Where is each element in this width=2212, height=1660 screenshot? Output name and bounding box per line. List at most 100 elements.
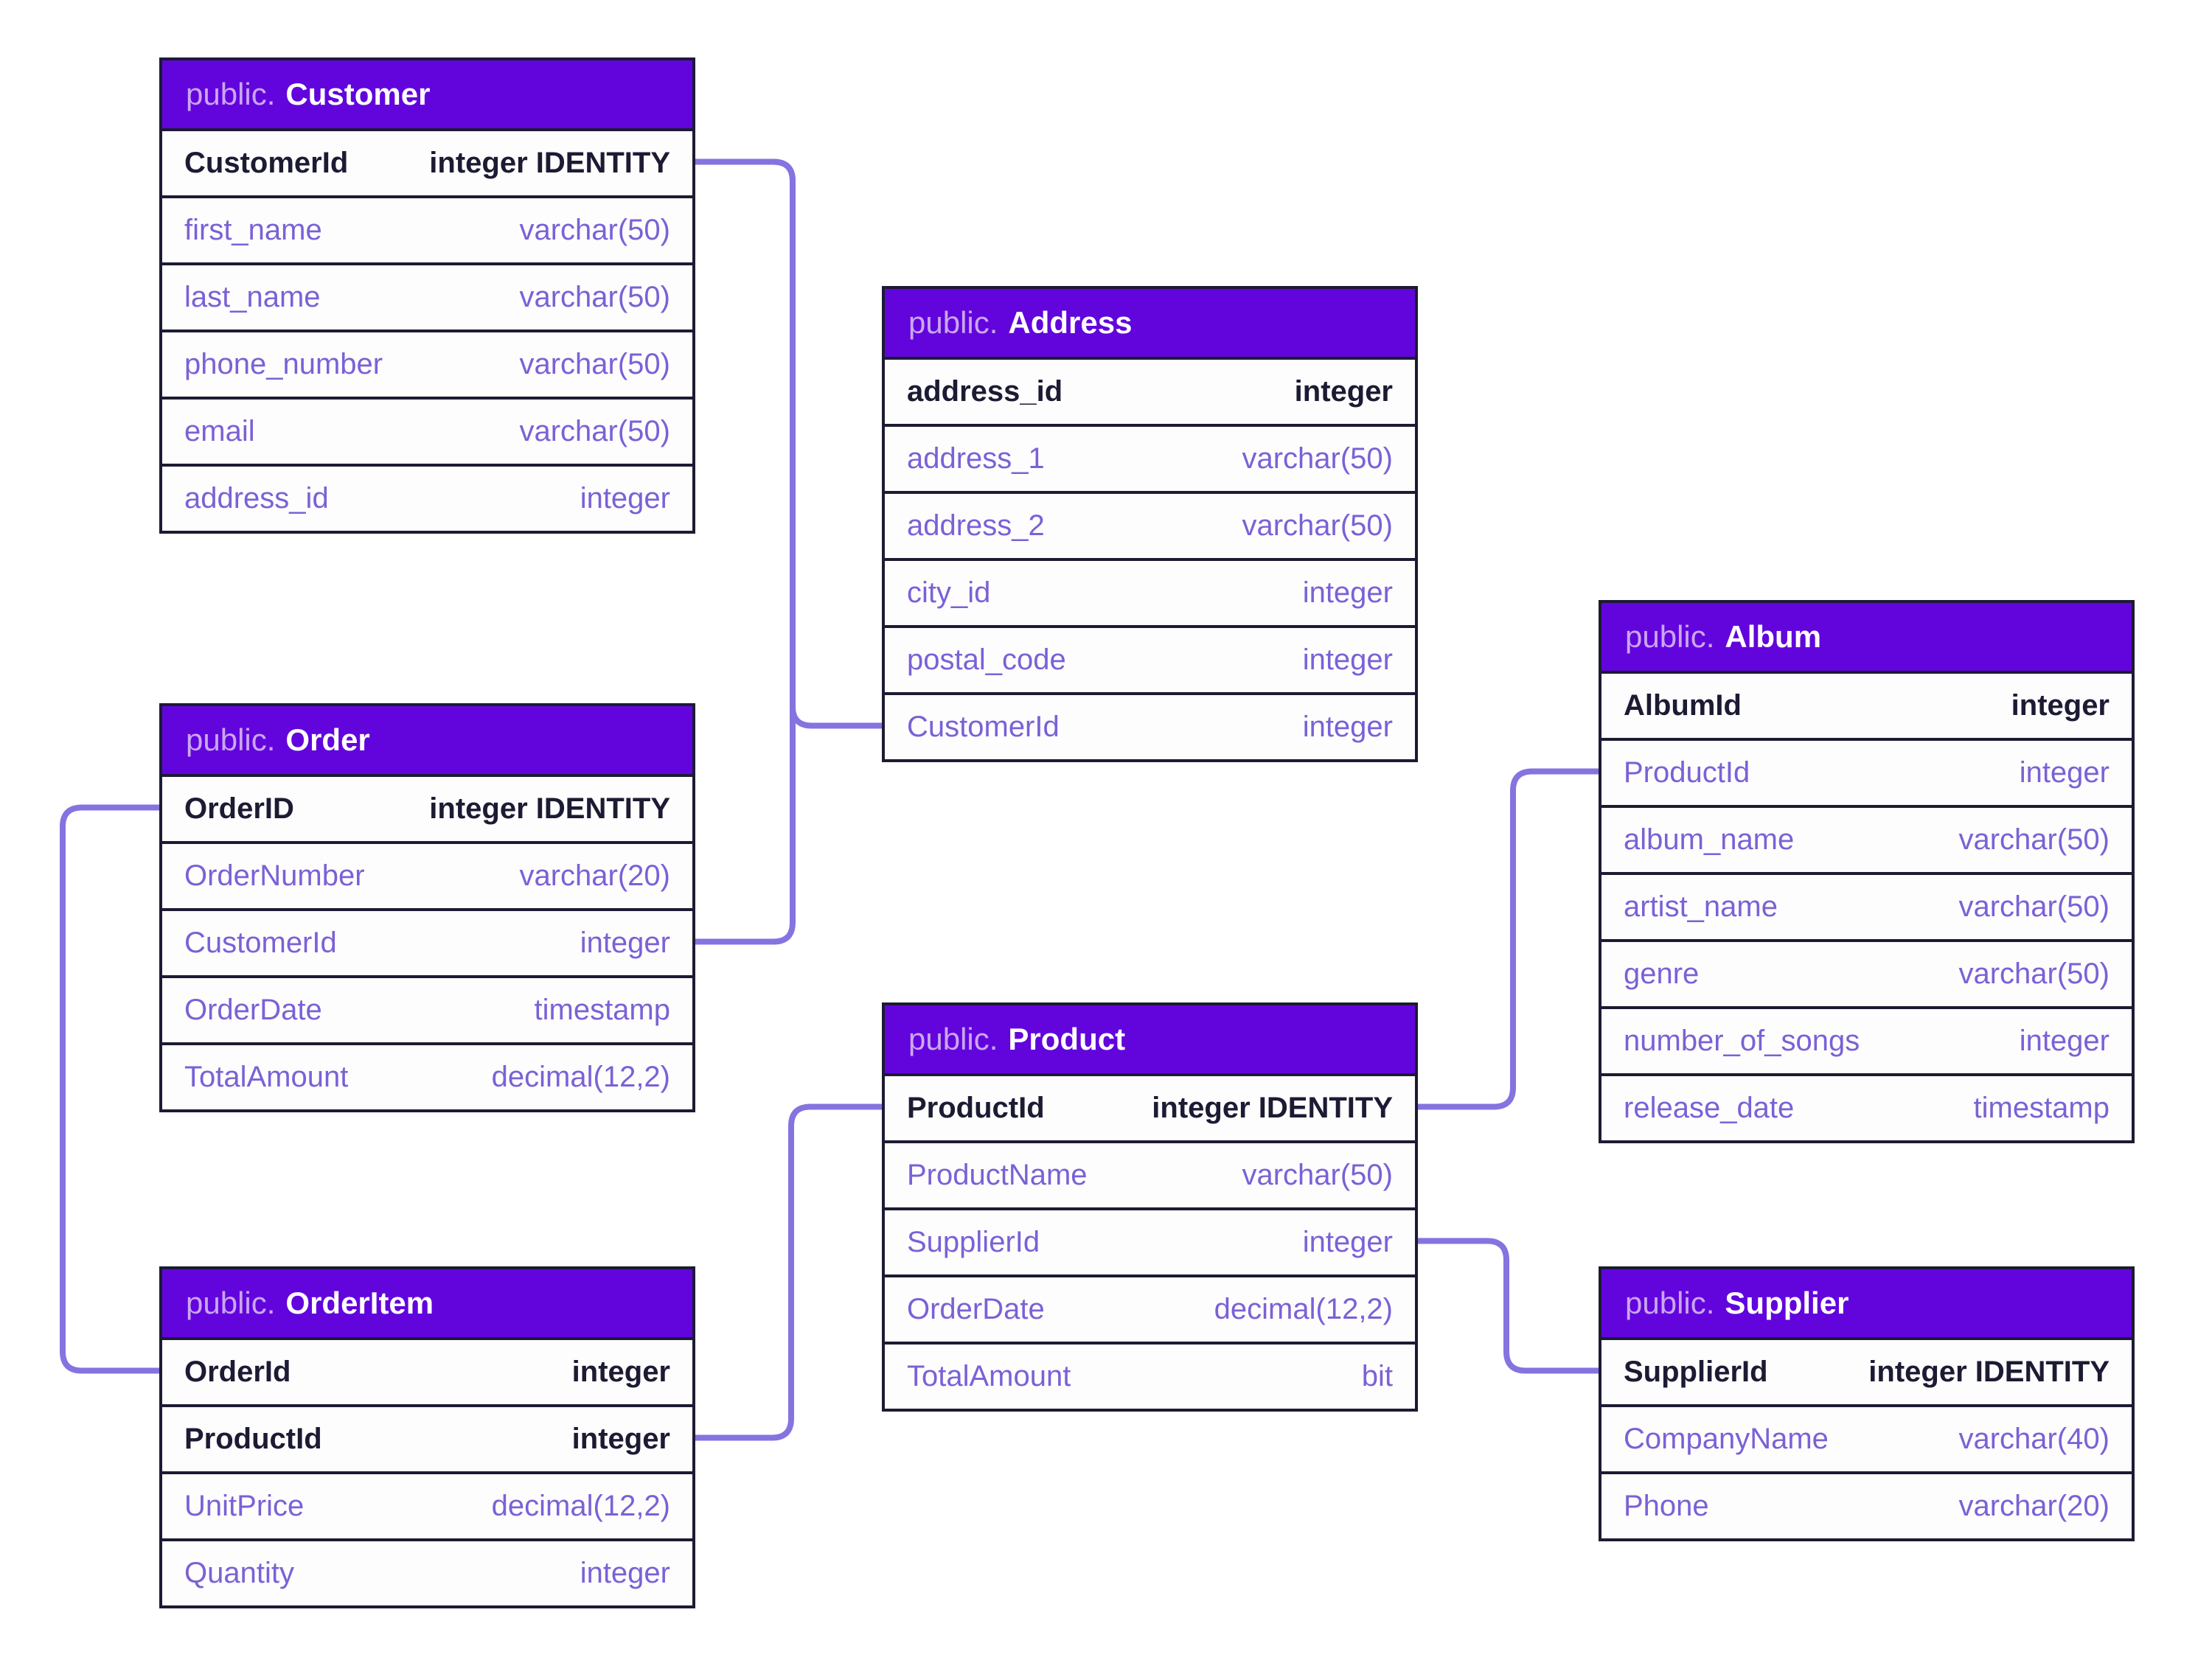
table-schema-label: public. <box>908 305 998 340</box>
table-name-customer: Customer <box>285 77 431 111</box>
column-type: varchar(50) <box>519 214 670 246</box>
column-row-customer-last_name[interactable]: last_name varchar(50) <box>162 262 692 329</box>
column-row-order-OrderID[interactable]: OrderID integer IDENTITY <box>162 774 692 841</box>
column-row-product-OrderDate[interactable]: OrderDate decimal(12,2) <box>885 1274 1415 1342</box>
column-row-product-ProductId[interactable]: ProductId integer IDENTITY <box>885 1073 1415 1140</box>
table-address[interactable]: public. Address address_id integer addre… <box>882 286 1418 762</box>
column-name: genre <box>1624 958 1700 990</box>
relationship-customer-CustomerId-to-address-CustomerId <box>692 158 885 729</box>
column-row-album-AlbumId[interactable]: AlbumId integer <box>1601 671 2132 738</box>
table-header[interactable]: public. Product <box>885 1005 1415 1073</box>
column-row-product-ProductName[interactable]: ProductName varchar(50) <box>885 1140 1415 1207</box>
column-name: Phone <box>1624 1490 1709 1522</box>
column-row-album-artist_name[interactable]: artist_name varchar(50) <box>1601 872 2132 939</box>
column-type: integer <box>1302 576 1393 609</box>
column-row-customer-CustomerId[interactable]: CustomerId integer IDENTITY <box>162 128 692 195</box>
column-row-supplier-Phone[interactable]: Phone varchar(20) <box>1601 1471 2132 1538</box>
column-type: varchar(50) <box>1242 1159 1393 1191</box>
table-header[interactable]: public. Supplier <box>1601 1269 2132 1337</box>
column-type: varchar(50) <box>1958 958 2110 990</box>
column-row-customer-phone_number[interactable]: phone_number varchar(50) <box>162 329 692 397</box>
column-row-supplier-SupplierId[interactable]: SupplierId integer IDENTITY <box>1601 1337 2132 1404</box>
column-name: address_1 <box>907 442 1045 475</box>
column-name: postal_code <box>907 644 1066 676</box>
column-type: varchar(20) <box>519 859 670 892</box>
table-schema-label: public. <box>186 1286 276 1320</box>
column-name: Quantity <box>184 1557 294 1589</box>
table-name-address: Address <box>1008 305 1133 340</box>
column-row-address-CustomerId[interactable]: CustomerId integer <box>885 692 1415 759</box>
relationship-product-ProductId-to-album-ProductId <box>1415 768 1601 1110</box>
column-name: release_date <box>1624 1092 1795 1124</box>
column-type: integer IDENTITY <box>1868 1356 2110 1388</box>
relationship-product-SupplierId-to-supplier-SupplierId <box>1415 1238 1601 1374</box>
column-name: ProductId <box>907 1092 1045 1124</box>
column-row-address-address_id[interactable]: address_id integer <box>885 357 1415 424</box>
column-row-customer-first_name[interactable]: first_name varchar(50) <box>162 195 692 262</box>
column-name: OrderDate <box>184 994 322 1026</box>
column-type: integer IDENTITY <box>429 792 670 825</box>
table-header[interactable]: public. Album <box>1601 603 2132 671</box>
column-row-order-CustomerId[interactable]: CustomerId integer <box>162 908 692 975</box>
table-header[interactable]: public. Address <box>885 289 1415 357</box>
column-row-order-TotalAmount[interactable]: TotalAmount decimal(12,2) <box>162 1042 692 1109</box>
column-row-address-address_1[interactable]: address_1 varchar(50) <box>885 424 1415 491</box>
column-name: city_id <box>907 576 991 609</box>
column-name: ProductId <box>1624 756 1750 789</box>
column-name: last_name <box>184 281 321 313</box>
table-name-album: Album <box>1725 619 1822 654</box>
table-header[interactable]: public. Order <box>162 706 692 774</box>
column-type: integer <box>1302 711 1393 743</box>
column-row-album-release_date[interactable]: release_date timestamp <box>1601 1073 2132 1140</box>
column-row-address-postal_code[interactable]: postal_code integer <box>885 625 1415 692</box>
table-order[interactable]: public. Order OrderID integer IDENTITY O… <box>159 703 695 1112</box>
column-row-supplier-CompanyName[interactable]: CompanyName varchar(40) <box>1601 1404 2132 1471</box>
column-name: address_id <box>184 482 329 515</box>
column-type: integer <box>2019 1025 2110 1057</box>
column-row-order-OrderNumber[interactable]: OrderNumber varchar(20) <box>162 841 692 908</box>
column-type: varchar(50) <box>1958 890 2110 923</box>
table-header[interactable]: public. Customer <box>162 60 692 128</box>
column-name: AlbumId <box>1624 689 1742 722</box>
column-row-customer-email[interactable]: email varchar(50) <box>162 397 692 464</box>
column-row-address-city_id[interactable]: city_id integer <box>885 558 1415 625</box>
relationship-customer-CustomerId-to-order-CustomerId <box>692 158 796 945</box>
column-row-album-number_of_songs[interactable]: number_of_songs integer <box>1601 1006 2132 1073</box>
column-row-album-album_name[interactable]: album_name varchar(50) <box>1601 805 2132 872</box>
column-row-product-SupplierId[interactable]: SupplierId integer <box>885 1207 1415 1274</box>
column-type: integer <box>580 927 670 959</box>
column-name: first_name <box>184 214 322 246</box>
column-row-orderitem-OrderId[interactable]: OrderId integer <box>162 1337 692 1404</box>
column-type: varchar(50) <box>1958 823 2110 856</box>
column-name: OrderDate <box>907 1293 1045 1325</box>
column-name: SupplierId <box>1624 1356 1768 1388</box>
table-header[interactable]: public. OrderItem <box>162 1269 692 1337</box>
column-row-order-OrderDate[interactable]: OrderDate timestamp <box>162 975 692 1042</box>
column-type: decimal(12,2) <box>1214 1293 1393 1325</box>
table-schema-label: public. <box>908 1022 998 1056</box>
table-customer[interactable]: public. Customer CustomerId integer IDEN… <box>159 57 695 534</box>
column-name: OrderId <box>184 1356 291 1388</box>
column-type: integer <box>571 1356 670 1388</box>
column-name: album_name <box>1624 823 1795 856</box>
column-name: TotalAmount <box>184 1061 349 1093</box>
column-row-orderitem-ProductId[interactable]: ProductId integer <box>162 1404 692 1471</box>
table-orderitem[interactable]: public. OrderItem OrderId integer Produc… <box>159 1266 695 1608</box>
column-type: decimal(12,2) <box>491 1061 670 1093</box>
column-row-album-genre[interactable]: genre varchar(50) <box>1601 939 2132 1006</box>
table-album[interactable]: public. Album AlbumId integer ProductId … <box>1599 600 2135 1143</box>
column-row-product-TotalAmount[interactable]: TotalAmount bit <box>885 1342 1415 1409</box>
column-row-album-ProductId[interactable]: ProductId integer <box>1601 738 2132 805</box>
column-row-customer-address_id[interactable]: address_id integer <box>162 464 692 531</box>
column-row-orderitem-UnitPrice[interactable]: UnitPrice decimal(12,2) <box>162 1471 692 1538</box>
column-row-orderitem-Quantity[interactable]: Quantity integer <box>162 1538 692 1605</box>
column-type: integer <box>580 1557 670 1589</box>
column-type: varchar(50) <box>1242 442 1393 475</box>
table-supplier[interactable]: public. Supplier SupplierId integer IDEN… <box>1599 1266 2135 1541</box>
column-row-address-address_2[interactable]: address_2 varchar(50) <box>885 491 1415 558</box>
column-name: CustomerId <box>184 147 349 179</box>
table-product[interactable]: public. Product ProductId integer IDENTI… <box>882 1002 1418 1412</box>
column-name: OrderID <box>184 792 294 825</box>
